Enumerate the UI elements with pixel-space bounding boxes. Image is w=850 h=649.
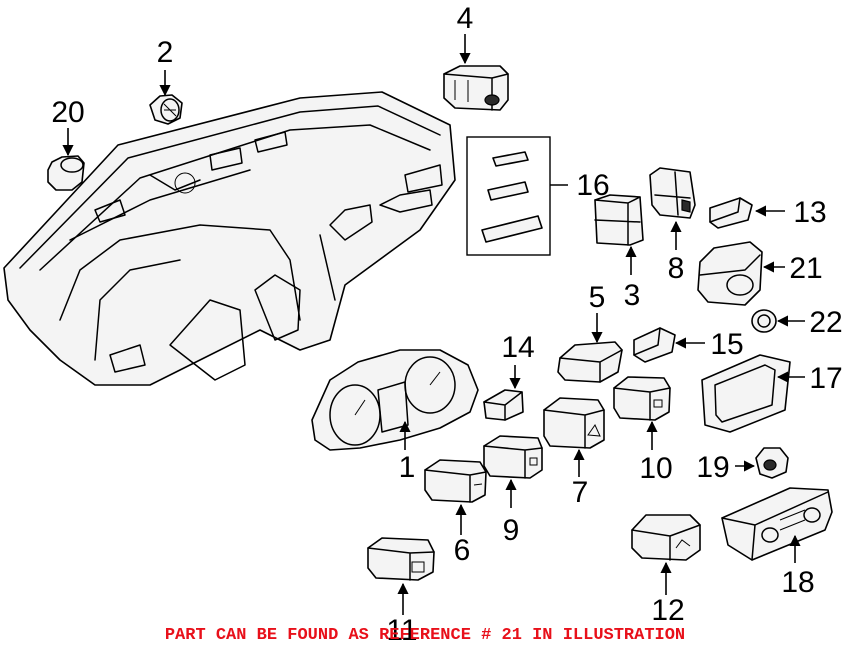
callout-8: 8 [668, 252, 685, 285]
callout-16: 16 [576, 169, 609, 202]
callout-2: 2 [157, 36, 174, 69]
callout-4: 4 [457, 2, 474, 35]
callout-13: 13 [793, 196, 826, 229]
part-20-sensor [47, 155, 85, 191]
callout-5: 5 [589, 281, 606, 314]
part-12-switch [631, 514, 701, 561]
part-14-button [483, 389, 524, 421]
callout-1: 1 [399, 451, 416, 484]
part-9-switch [483, 435, 543, 479]
part-5-bracket [557, 341, 623, 383]
callout-9: 9 [503, 514, 520, 547]
callout-20: 20 [51, 96, 84, 129]
instrument-panel [3, 91, 456, 386]
part-22-ring [751, 309, 777, 333]
part-2-vent [149, 94, 183, 125]
part-13-cover [709, 197, 753, 229]
callout-21: 21 [789, 252, 822, 285]
part-15-cover [633, 327, 676, 363]
part-10-switch [613, 376, 671, 421]
callout-6: 6 [454, 534, 471, 567]
part-18-climate-control [721, 487, 833, 561]
callout-19: 19 [696, 451, 729, 484]
callout-7: 7 [572, 476, 589, 509]
callout-14: 14 [501, 331, 534, 364]
part-4-switch [443, 65, 509, 111]
callout-17: 17 [809, 362, 842, 395]
callout-22: 22 [809, 306, 842, 339]
callout-18: 18 [781, 566, 814, 599]
leader-lines [62, 34, 805, 615]
part-19-sensor [755, 447, 789, 479]
part-6-switch [424, 459, 487, 503]
callout-12: 12 [651, 594, 684, 627]
part-8-switch [649, 167, 696, 219]
part-3-switch-block [594, 194, 644, 246]
reference-note: PART CAN BE FOUND AS REFERENCE # 21 IN I… [165, 626, 685, 645]
callout-labels: 1 2 3 4 5 6 7 8 9 10 11 12 13 14 15 16 1… [51, 2, 842, 647]
part-1-instrument-cluster [311, 349, 479, 451]
part-16-trim-set [466, 136, 551, 256]
part-21-module [697, 241, 763, 306]
part-11-switch [367, 537, 435, 581]
callout-11: 11 [386, 614, 417, 647]
callout-15: 15 [710, 328, 743, 361]
callout-3: 3 [624, 279, 641, 312]
callout-10: 10 [639, 452, 672, 485]
part-17-display [701, 354, 791, 433]
part-7-hazard-switch [543, 397, 605, 449]
